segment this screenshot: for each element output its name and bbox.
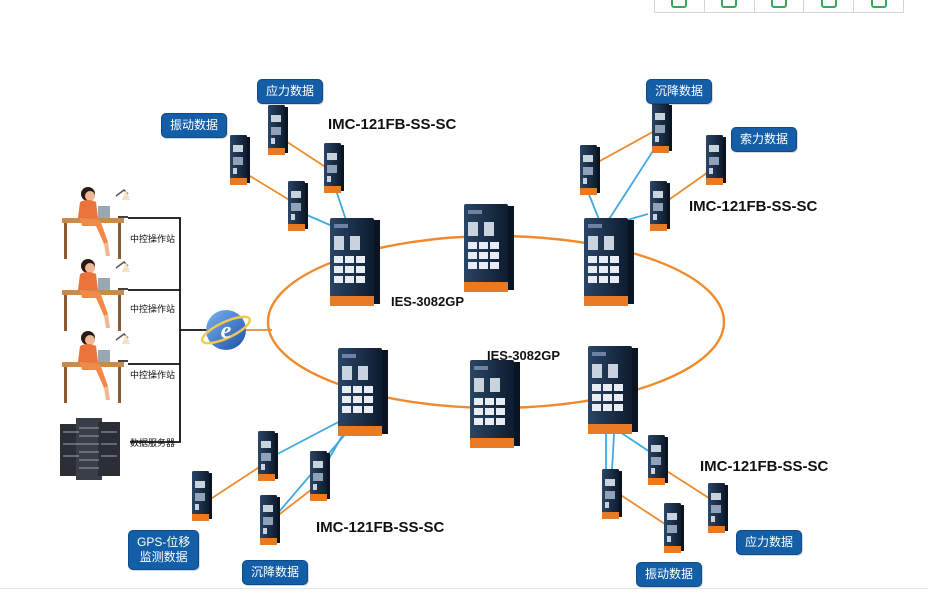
tray-icon (820, 0, 837, 8)
switch-ies-bottom-left (338, 348, 388, 436)
tag-vibration-top: 振动数据 (161, 113, 228, 138)
converter-top-left-b (324, 143, 344, 193)
converter-stress-bottom (708, 483, 728, 533)
converter-settlement-top (652, 103, 672, 153)
station-label-server: 数据服务器 (130, 438, 176, 448)
fiber-links (205, 127, 715, 527)
tag-stress-bottom: 应力数据 (736, 530, 803, 555)
model-label-imc-bottom-right: IMC-121FB-SS-SC (700, 458, 829, 475)
toolbar-button-5[interactable] (854, 0, 903, 12)
station-label-1: 中控操作站 (130, 234, 176, 244)
model-label-imc-top-right: IMC-121FB-SS-SC (689, 198, 818, 215)
tag-vibration-bottom: 振动数据 (636, 562, 703, 587)
tag-cable-force: 索力数据 (731, 127, 798, 152)
operator-workstation-1 (61, 186, 131, 260)
model-label-imc-top-left: IMC-121FB-SS-SC (328, 116, 457, 133)
toolbar-button-3[interactable] (755, 0, 805, 12)
converter-stress-top (268, 105, 288, 155)
tray-icon (721, 0, 738, 8)
toolbar (654, 0, 904, 13)
converter-bottom-left-a (258, 431, 278, 481)
converter-top-left-a (288, 181, 308, 231)
converter-bottom-left-b (310, 451, 330, 501)
tray-icon (870, 0, 887, 8)
converter-bottom-right-b (648, 435, 668, 485)
control-bus-lines (128, 217, 272, 443)
tag-stress-top: 应力数据 (257, 79, 324, 104)
switch-ies-top-center (464, 204, 514, 292)
switch-ies-bottom-right (588, 346, 638, 434)
toolbar-button-4[interactable] (804, 0, 855, 12)
tag-settlement-top: 沉降数据 (646, 79, 713, 104)
converter-top-right-a (580, 145, 600, 195)
switch-ies-top-right (584, 218, 634, 306)
tag-gps-line2: 监测数据 (139, 550, 188, 564)
station-label-2: 中控操作站 (130, 304, 176, 314)
model-label-ies-left: IES-3082GP (391, 294, 464, 309)
tag-gps: GPS-位移 监测数据 (128, 530, 200, 570)
station-label-3: 中控操作站 (130, 370, 176, 380)
server-rack-icon (60, 418, 120, 480)
toolbar-button-2[interactable] (705, 0, 755, 12)
switch-ies-bottom-center (470, 360, 520, 448)
tray-icon (671, 0, 688, 8)
converter-bottom-right-a (602, 469, 622, 519)
operator-workstation-2 (61, 258, 131, 332)
converter-top-right-b (650, 181, 670, 231)
model-label-imc-bottom-center: IMC-121FB-SS-SC (316, 519, 445, 536)
converter-gps (192, 471, 212, 521)
svg-text:e: e (221, 318, 232, 344)
switch-ies-top-left (330, 218, 380, 306)
tray-icon (770, 0, 787, 8)
toolbar-button-1[interactable] (655, 0, 705, 12)
ie-browser-icon: e (200, 310, 252, 350)
converter-cable-force (706, 135, 726, 185)
tag-gps-line1: GPS-位移 (137, 535, 191, 549)
bottom-divider (0, 588, 928, 589)
operator-workstation-3 (61, 330, 131, 404)
tag-settlement-bottom: 沉降数据 (242, 560, 309, 585)
model-label-ies-center: IES-3082GP (487, 348, 560, 363)
converter-settlement-bottom (260, 495, 280, 545)
converter-vibration-bottom (664, 503, 684, 553)
converter-vibration-top (230, 135, 250, 185)
